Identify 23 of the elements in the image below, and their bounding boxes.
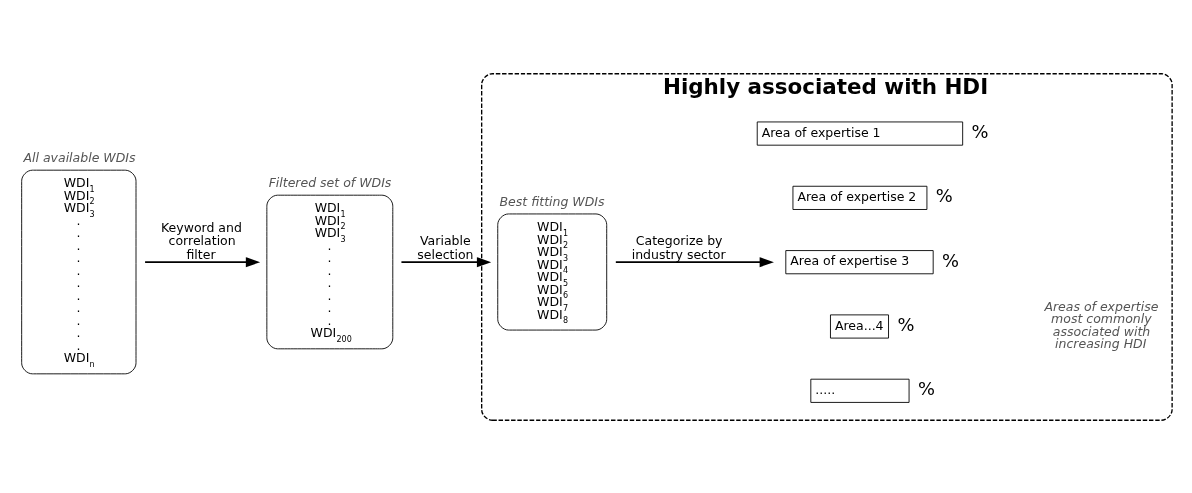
node-label: All available WDIs [23,149,136,165]
arrow [144,256,261,267]
node-label: % [942,249,960,271]
edge-label: Variable selection [417,232,474,262]
label: Areas of expertise most commonly associated with increasing HDI [1044,298,1159,351]
node-label: Filtered set of WDIs [268,174,392,190]
edge-label: Categorize by industry sector [631,232,726,262]
arrow [400,256,492,267]
node-label: % [971,120,989,142]
node-label: % [897,313,915,335]
node-box: WDI$_{1}$ WDI$_{2}$ WDI$_{3}$ . . . . . . . WDI$_{200}$ [266,194,394,349]
arrow [614,256,774,267]
node-box: WDI$_{1}$ WDI$_{2}$ WDI$_{3}$ . . . . . . . . . . . WDI$_{n}$ [21,169,137,374]
node-box: ..... [810,378,910,403]
node-box: Area...4 [830,313,889,339]
node-box: Area of expertise 3 [785,249,934,274]
node-box: Area of expertise 2 [792,185,928,210]
edge-label: Keyword and correlation filter [161,219,242,262]
node-label: Best fitting WDIs [499,193,605,209]
node-box: WDI$_{1}$ WDI$_{2}$ WDI$_{3}$ WDI$_{4}$ WDI$_{5}$ WDI$_{6}$ WDI$_{7}$ WDI$_{8}$ [497,213,608,330]
node-box: Area of expertise 1 [756,121,964,146]
node-label: % [918,377,935,399]
node-label: % [935,184,953,206]
